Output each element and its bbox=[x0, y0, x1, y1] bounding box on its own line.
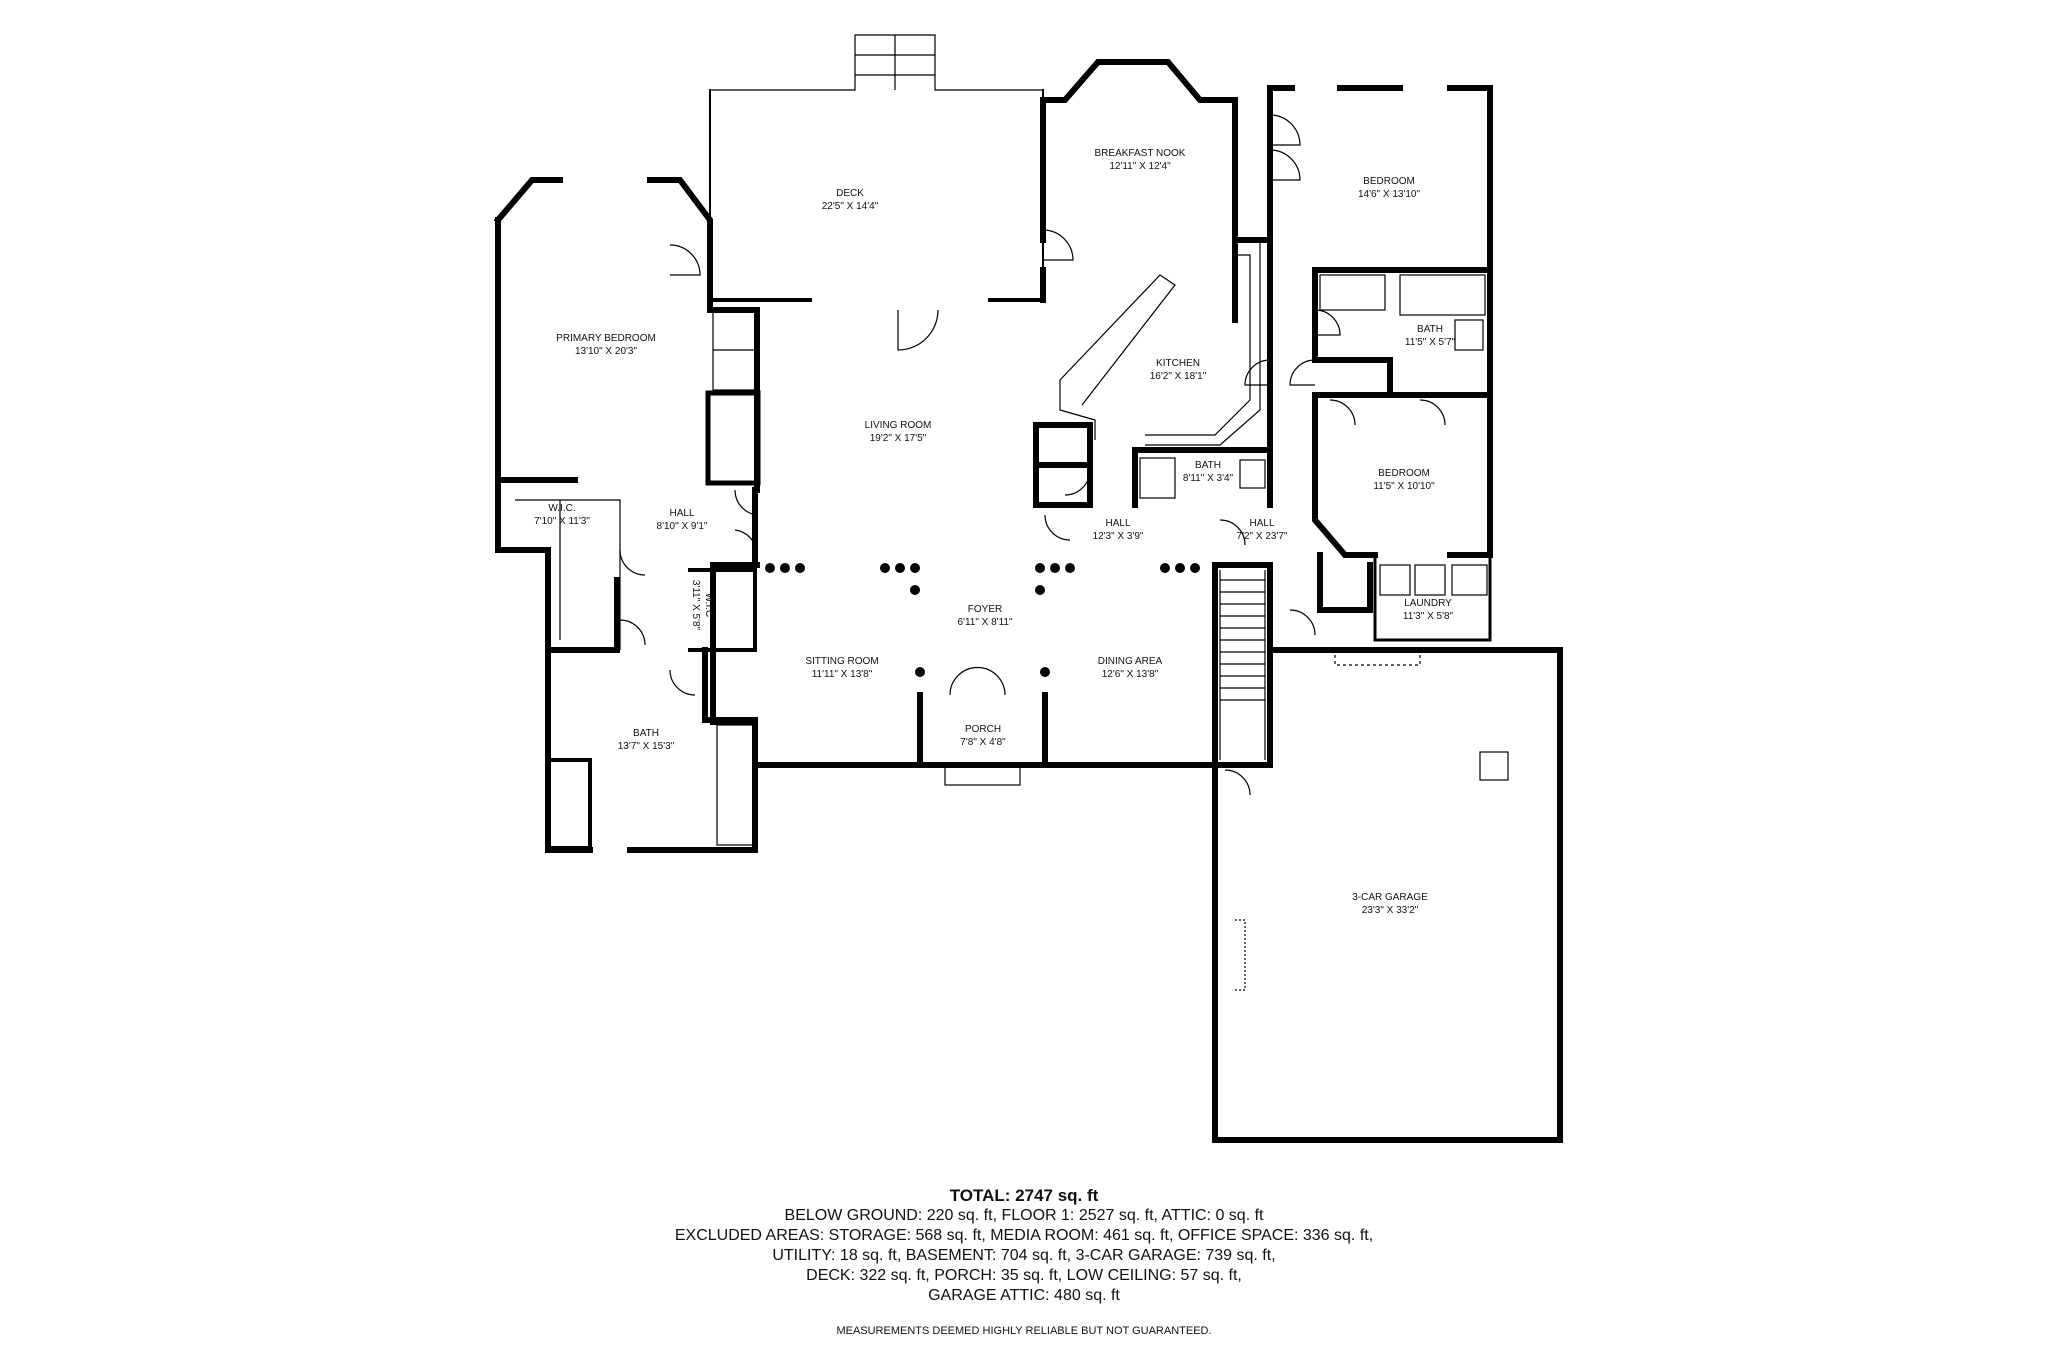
wic-small-dim: 3'11" X 5'8" bbox=[690, 580, 701, 631]
garage-dim: 23'3" X 33'2" bbox=[1362, 905, 1419, 916]
room-labels: DECK 22'5" X 14'4" BREAKFAST NOOK 12'11"… bbox=[534, 148, 1455, 916]
hall-west-dim: 8'10" X 9'1" bbox=[657, 521, 708, 532]
bedroom-e-label: BEDROOM bbox=[1378, 468, 1430, 479]
total-area: TOTAL: 2747 sq. ft bbox=[949, 1186, 1099, 1205]
living-room-dim: 19'2" X 17'5" bbox=[870, 433, 927, 444]
summary-line: DECK: 322 sq. ft, PORCH: 35 sq. ft, LOW … bbox=[806, 1267, 1242, 1284]
breakfast-nook-dim: 12'11" X 12'4" bbox=[1109, 161, 1171, 172]
summary-line: EXCLUDED AREAS: STORAGE: 568 sq. ft, MED… bbox=[674, 1227, 1374, 1244]
disclaimer: MEASUREMENTS DEEMED HIGHLY RELIABLE BUT … bbox=[836, 1325, 1212, 1337]
primary-bedroom-dim: 13'10" X 20'3" bbox=[575, 346, 638, 357]
laundry-label: LAUNDRY bbox=[1404, 598, 1452, 609]
sitting-room-label: SITTING ROOM bbox=[805, 656, 878, 667]
living-room-label: LIVING ROOM bbox=[865, 420, 932, 431]
foyer-label: FOYER bbox=[968, 604, 1002, 615]
wic-primary-label: W.I.C. bbox=[548, 503, 575, 514]
hall-west-label: HALL bbox=[669, 508, 694, 519]
sitting-room-dim: 11'11" X 13'8" bbox=[812, 669, 873, 680]
deck-dim: 22'5" X 14'4" bbox=[822, 201, 879, 212]
kitchen-label: KITCHEN bbox=[1156, 358, 1200, 369]
bedroom-ne-dim: 14'6" X 13'10" bbox=[1358, 189, 1421, 200]
wic-primary-dim: 7'10" X 11'3" bbox=[534, 516, 590, 527]
dining-area-dim: 12'6" X 13'8" bbox=[1102, 669, 1159, 680]
columns bbox=[765, 563, 1200, 677]
kitchen-dim: 16'2" X 18'1" bbox=[1150, 371, 1207, 382]
bath-east-label: BATH bbox=[1417, 324, 1443, 335]
bedroom-e-dim: 11'5" X 10'10" bbox=[1373, 481, 1435, 492]
primary-bedroom-label: PRIMARY BEDROOM bbox=[556, 333, 656, 344]
bedroom-ne-label: BEDROOM bbox=[1363, 176, 1415, 187]
laundry-dim: 11'3" X 5'8" bbox=[1403, 611, 1454, 622]
bath-primary-dim: 13'7" X 15'3" bbox=[618, 741, 675, 752]
garage-label: 3-CAR GARAGE bbox=[1352, 892, 1428, 903]
foyer-dim: 6'11" X 8'11" bbox=[957, 617, 1012, 628]
hall-center-label: HALL bbox=[1105, 518, 1130, 529]
area-summary: TOTAL: 2747 sq. ft BELOW GROUND: 220 sq.… bbox=[0, 1186, 2048, 1306]
hall-center-dim: 12'3" X 3'9" bbox=[1093, 531, 1144, 542]
breakfast-nook-label: BREAKFAST NOOK bbox=[1095, 148, 1186, 159]
porch-dim: 7'8" X 4'8" bbox=[960, 737, 1006, 748]
wic-small-label: W.I.C bbox=[703, 593, 714, 617]
summary-line: UTILITY: 18 sq. ft, BASEMENT: 704 sq. ft… bbox=[772, 1247, 1276, 1264]
bath-east-dim: 11'5" X 5'7" bbox=[1405, 337, 1456, 348]
bath-half-dim: 8'11" X 3'4" bbox=[1183, 473, 1234, 484]
summary-line: GARAGE ATTIC: 480 sq. ft bbox=[928, 1287, 1120, 1304]
hall-east-dim: 7'2" X 23'7" bbox=[1237, 531, 1288, 542]
thin-lines bbox=[515, 34, 1509, 991]
porch-label: PORCH bbox=[965, 724, 1001, 735]
bath-primary-label: BATH bbox=[633, 728, 659, 739]
bath-half-label: BATH bbox=[1195, 460, 1221, 471]
summary-line: BELOW GROUND: 220 sq. ft, FLOOR 1: 2527 … bbox=[784, 1207, 1264, 1224]
dining-area-label: DINING AREA bbox=[1098, 656, 1163, 667]
walls bbox=[493, 59, 1563, 1143]
deck-label: DECK bbox=[836, 188, 864, 199]
hall-east-label: HALL bbox=[1249, 518, 1274, 529]
